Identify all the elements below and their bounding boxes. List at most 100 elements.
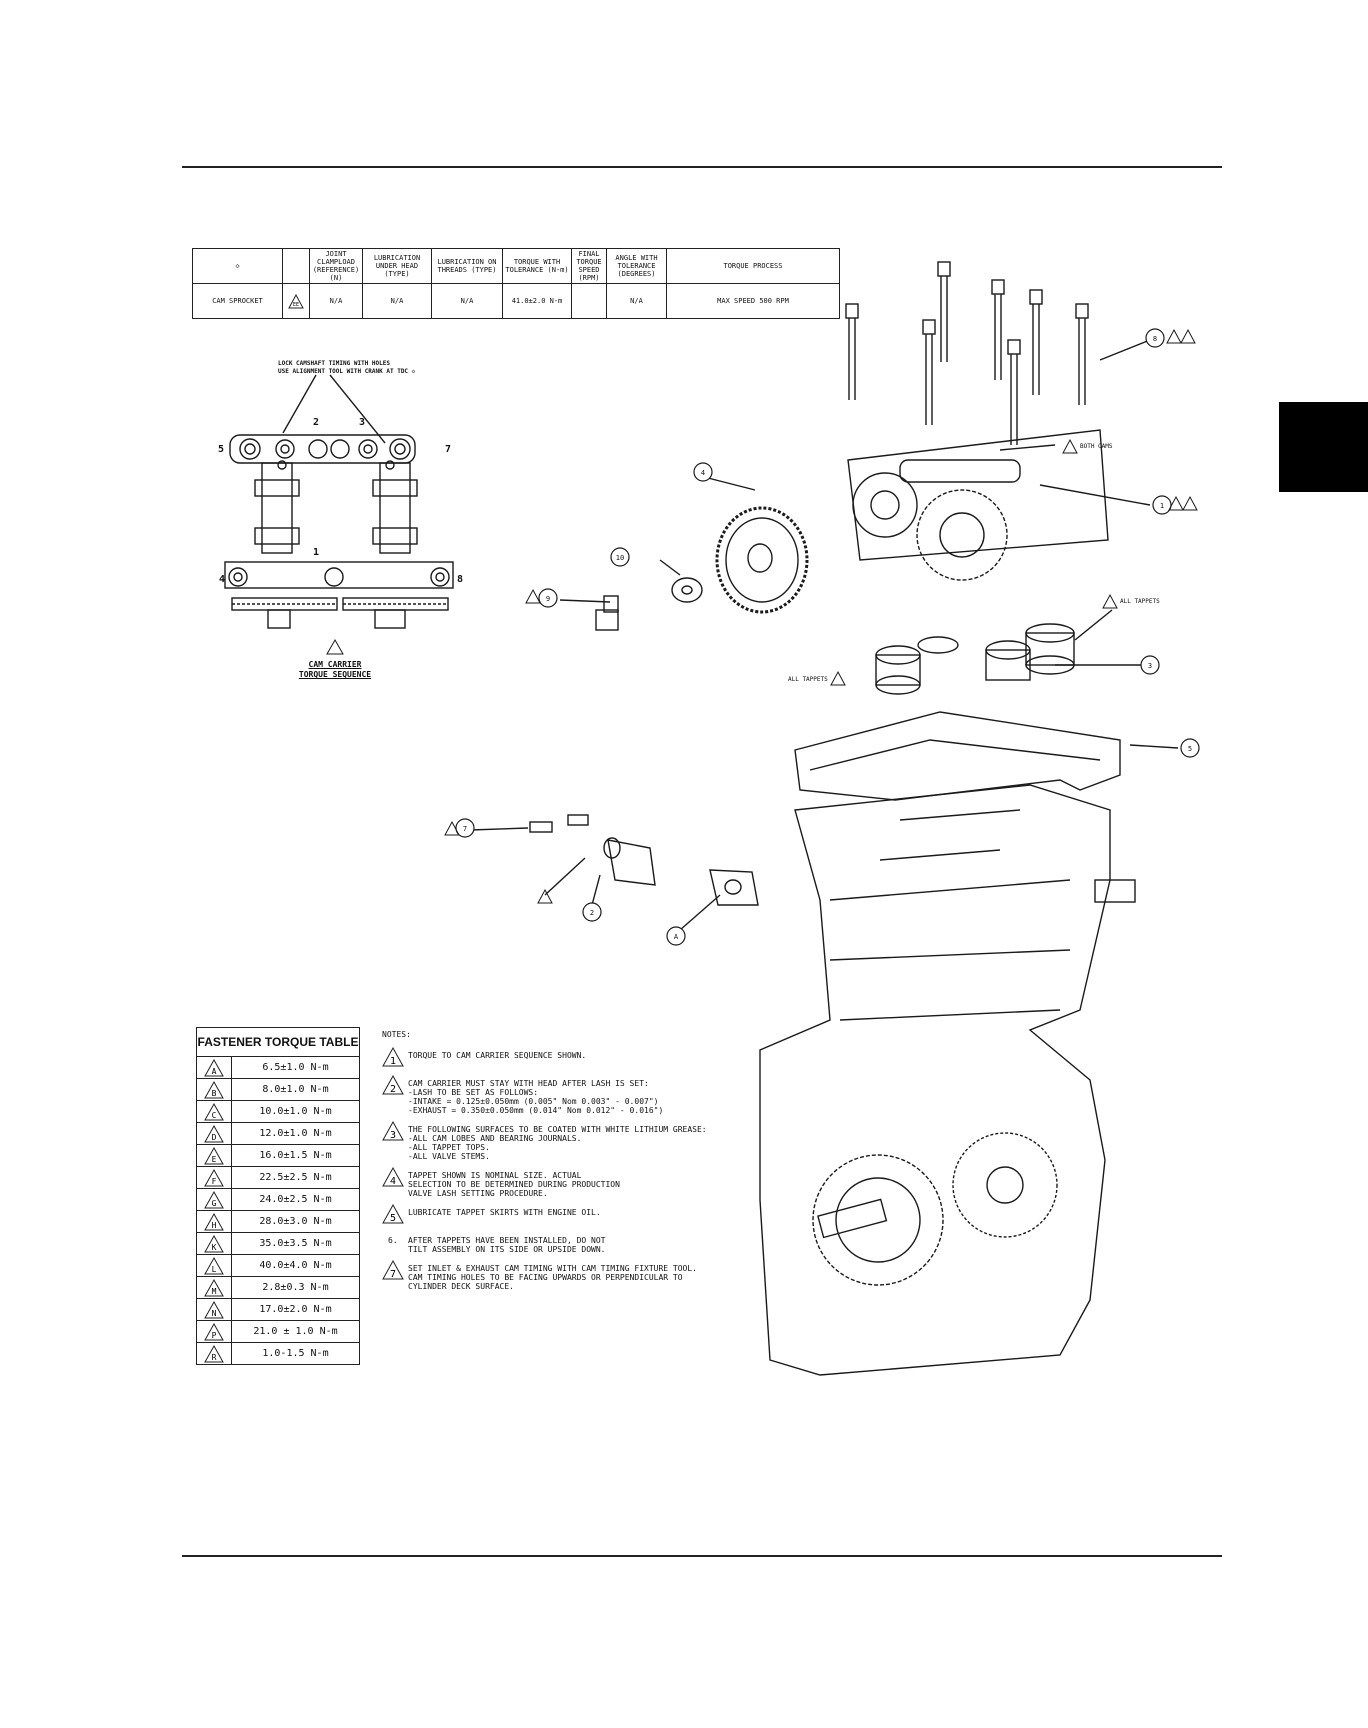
letter-triangle-icon: R [197, 1343, 232, 1364]
table-row: B 8.0±1.0 N-m [197, 1079, 359, 1101]
letter-text: N [212, 1309, 217, 1318]
process-cell: MAX SPEED 500 RPM [666, 283, 840, 319]
note-text: CAM CARRIER MUST STAY WITH HEAD AFTER LA… [408, 1079, 664, 1115]
letter-triangle-icon: L [197, 1255, 232, 1276]
letter-triangle-icon: A [197, 1057, 232, 1078]
header-icon [282, 248, 310, 284]
warning-triangle-icon: EE [288, 293, 304, 308]
torque-value: 28.0±3.0 N-m [259, 1216, 332, 1227]
header-lube-head: LUBRICATION UNDER HEAD (TYPE) [362, 248, 432, 284]
seq-3: 3 [359, 417, 365, 428]
callout-10 [610, 547, 630, 567]
torque-value: 12.0±1.0 N-m [259, 1128, 332, 1139]
torque-value: 1.0-1.5 N-m [262, 1348, 329, 1359]
all-tappets-label-1: ALL TAPPETS [1120, 598, 1160, 605]
table-row: C 10.0±1.0 N-m [197, 1101, 359, 1123]
tappets-drawing [875, 623, 1075, 695]
torque-value: 16.0±1.5 N-m [259, 1150, 332, 1161]
both-cams-label: BOTH CAMS [1080, 443, 1113, 450]
svg-text:5: 5 [1188, 745, 1192, 753]
letter-text: E [212, 1155, 217, 1164]
instruction-line-2: USE ALIGNMENT TOOL WITH CRANK AT TDC ◇ [278, 368, 416, 375]
notes-title: NOTES: [382, 1030, 411, 1039]
cam-sprocket-drawing [715, 506, 809, 614]
note-text: TAPPET SHOWN IS NOMINAL SIZE. ACTUAL SEL… [408, 1171, 620, 1198]
letter-text: A [212, 1067, 217, 1076]
callout-8 [1145, 328, 1165, 348]
seq-5: 5 [218, 444, 224, 455]
note-number: 7 [390, 1269, 396, 1280]
note-item: 3 THE FOLLOWING SURFACES TO BE COATED WIT… [382, 1120, 762, 1161]
table-row: H 28.0±3.0 N-m [197, 1211, 359, 1233]
torque-value: 6.5±1.0 N-m [262, 1062, 329, 1073]
svg-text:3: 3 [1148, 662, 1152, 670]
angle-cell: N/A [606, 283, 667, 319]
svg-text:8: 8 [1153, 335, 1157, 343]
torque-value: 10.0±1.0 N-m [259, 1106, 332, 1117]
sprocket-bolt-drawing [595, 595, 619, 631]
speed-cell [571, 283, 607, 319]
letter-text: M [212, 1287, 217, 1296]
title-line-2: TORQUE SEQUENCE [298, 670, 372, 679]
letter-text: B [212, 1089, 217, 1098]
svg-text:2: 2 [590, 909, 594, 917]
warning-label: EE [293, 302, 299, 308]
seq-1: 1 [313, 547, 319, 558]
head-bolts-drawing [845, 261, 1089, 445]
letter-text: F [212, 1177, 217, 1186]
note-item: 6.AFTER TAPPETS HAVE BEEN INSTALLED, DO … [382, 1232, 762, 1254]
callout-1 [1152, 495, 1172, 515]
table-row: F 22.5±2.5 N-m [197, 1167, 359, 1189]
torque-value: 2.8±0.3 N-m [262, 1282, 329, 1293]
torque-value: 8.0±1.0 N-m [262, 1084, 329, 1095]
torque-value: 22.5±2.5 N-m [259, 1172, 332, 1183]
letter-triangle-icon: H [197, 1211, 232, 1232]
table-row: E 16.0±1.5 N-m [197, 1145, 359, 1167]
note-text: TORQUE TO CAM CARRIER SEQUENCE SHOWN. [408, 1051, 587, 1060]
torque-sequence-title: CAM CARRIER TORQUE SEQUENCE [290, 660, 380, 680]
callout-3 [1140, 655, 1160, 675]
letter-triangle-icon: C [197, 1101, 232, 1122]
header-angle: ANGLE WITH TOLERANCE (DEGREES) [606, 248, 667, 284]
note-text: AFTER TAPPETS HAVE BEEN INSTALLED, DO NO… [408, 1236, 606, 1254]
callout-5 [1180, 738, 1200, 758]
callout-2 [582, 902, 602, 922]
seq-2: 2 [313, 417, 319, 428]
lube-threads-cell: N/A [431, 283, 503, 319]
part-cell: CAM SPROCKET [192, 283, 283, 319]
note-text: THE FOLLOWING SURFACES TO BE COATED WITH… [408, 1125, 707, 1161]
note-number-icon: 5 [382, 1203, 408, 1226]
seq-4: 4 [219, 574, 225, 585]
svg-text:9: 9 [546, 595, 550, 603]
fastener-table-title: FASTENER TORQUE TABLE [197, 1028, 359, 1057]
letter-triangle-icon: P [197, 1321, 232, 1342]
tensioner-drawing [529, 814, 759, 906]
note-number-icon: 4 [382, 1166, 408, 1198]
section-tab [1279, 402, 1368, 492]
note-number: 3 [390, 1130, 396, 1141]
letter-text: D [212, 1133, 217, 1142]
letter-triangle-icon: G [197, 1189, 232, 1210]
letter-triangle-icon: E [197, 1145, 232, 1166]
note-text: LUBRICATE TAPPET SKIRTS WITH ENGINE OIL. [408, 1208, 601, 1217]
svg-text:10: 10 [616, 554, 624, 562]
svg-text:1: 1 [1160, 502, 1164, 510]
instruction-line-1: LOCK CAMSHAFT TIMING WITH HOLES [278, 360, 390, 367]
torque-value: 35.0±3.5 N-m [259, 1238, 332, 1249]
seq-8: 8 [457, 574, 463, 585]
title-line-1: CAM CARRIER [308, 660, 362, 669]
letter-triangle-icon: B [197, 1079, 232, 1100]
svg-text:7: 7 [463, 825, 467, 833]
cam-sprocket-spec-table: ◇ JOINT CLAMPLOAD (REFERENCE) (N) LUBRIC… [192, 248, 840, 319]
